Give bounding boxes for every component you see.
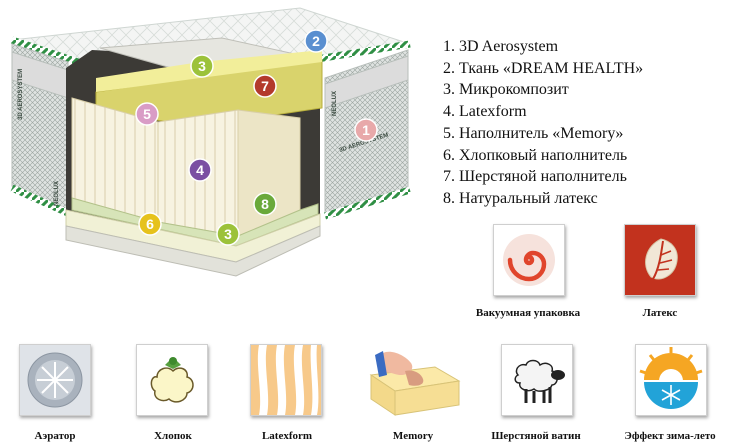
cotton-icon — [136, 344, 208, 416]
side-text-neolux-left: NEOLUX — [54, 181, 60, 206]
latexform-icon — [250, 344, 322, 416]
layer-item: 1. 3D Aerosystem — [443, 38, 559, 55]
marker-2: 2 — [304, 29, 328, 53]
latex-leaf-icon — [624, 224, 696, 296]
marker-3-lower: 3 — [216, 222, 240, 246]
vacuum-spiral-icon — [493, 224, 565, 296]
marker-1: 1 — [354, 118, 378, 142]
feature-cotton: Хлопок — [128, 344, 218, 448]
svg-text:2: 2 — [312, 33, 320, 49]
mattress-piping-bottom-right — [323, 186, 412, 220]
layer-item: 6. Хлопковый наполнитель — [443, 146, 628, 164]
feature-wool-batting: Шерстяной ватин — [484, 344, 588, 448]
marker-7: 7 — [253, 74, 277, 98]
mattress-right-side-band — [324, 55, 409, 109]
side-text-aerosystem: 3D AEROSYSTEM — [18, 69, 24, 120]
svg-text:8: 8 — [261, 196, 269, 212]
svg-text:5: 5 — [143, 106, 151, 122]
layer-item: 5. Наполнитель «Memory» — [443, 124, 624, 142]
layer-item: 8. Натуральный латекс — [443, 189, 598, 207]
feature-vacuum-packing: Вакуумная упаковка — [465, 224, 591, 324]
marker-6: 6 — [138, 212, 162, 236]
layer-item: 4. Latexform — [443, 103, 527, 121]
feature-latexform: Latexform — [242, 344, 332, 448]
mattress-piping-bottom-left — [10, 184, 72, 218]
marker-3: 3 — [190, 54, 214, 78]
feature-label: Шерстяной ватин — [491, 430, 581, 442]
svg-text:7: 7 — [261, 78, 269, 94]
feature-label: Латекс — [642, 307, 678, 319]
aerator-icon — [19, 344, 91, 416]
layer-list: 1. 3D Aerosystem 2. Ткань «DREAM HEALTH»… — [443, 36, 643, 210]
marker-8: 8 — [253, 192, 277, 216]
svg-text:6: 6 — [146, 216, 154, 232]
memory-hand-icon — [364, 344, 462, 418]
marker-4: 4 — [188, 158, 212, 182]
feature-label: Эффект зима-лето — [624, 430, 716, 442]
svg-text:4: 4 — [196, 162, 204, 178]
feature-winter-summer: Эффект зима-лето — [612, 344, 728, 448]
marker-5: 5 — [135, 102, 159, 126]
svg-text:3: 3 — [224, 226, 232, 242]
winter-summer-icon — [635, 344, 707, 416]
feature-label: Аэратор — [34, 430, 76, 442]
feature-latex: Латекс — [610, 224, 710, 324]
feature-label: Хлопок — [154, 430, 192, 442]
feature-label: Memory — [392, 430, 434, 442]
feature-memory: Memory — [362, 344, 464, 448]
mattress-cross-section: 3D AEROSYSTEM 3D AEROSYSTEM NEOLUX NEOLU… — [10, 7, 412, 277]
sheep-icon — [501, 344, 573, 416]
svg-text:1: 1 — [362, 122, 370, 138]
feature-aerator: Аэратор — [10, 344, 100, 448]
svg-text:3: 3 — [198, 58, 206, 74]
layer-natural-latex — [71, 197, 319, 247]
feature-label: Latexform — [261, 430, 313, 442]
layer-item: 2. Ткань «DREAM HEALTH» — [443, 59, 644, 77]
layer-base — [65, 225, 321, 277]
feature-label: Вакуумная упаковка — [475, 307, 581, 319]
layer-item: 7. Шерстяной наполнитель — [443, 168, 627, 186]
layer-item: 3. Микрокомпозит — [443, 81, 569, 99]
side-text-neolux: NEOLUX — [332, 91, 338, 116]
